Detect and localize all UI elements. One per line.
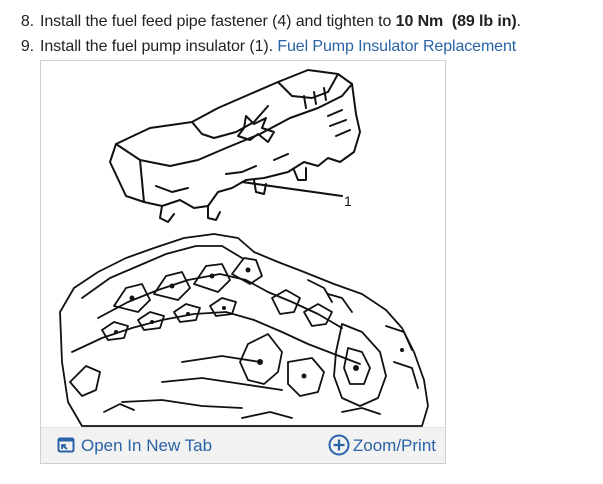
torque-value-nm: 10 Nm — [395, 13, 444, 30]
plus-circle-icon — [328, 434, 350, 456]
step-number: 8. — [20, 13, 34, 30]
torque-value-lbin: (89 lb in) — [451, 13, 517, 30]
open-in-new-tab-button[interactable]: Open In New Tab — [57, 432, 212, 460]
step-8: 8. Install the fuel feed pipe fastener (4… — [0, 9, 603, 34]
open-in-new-tab-icon — [57, 437, 75, 453]
step-text: Install the fuel feed pipe fastener (4) … — [40, 13, 396, 30]
zoom-print-label: Zoom/Print — [352, 436, 436, 455]
fuel-pump-insulator-replacement-link[interactable]: Fuel Pump Insulator Replacement — [277, 38, 517, 55]
engine-insulator-illustration[interactable]: 1 — [42, 62, 444, 427]
step-text-end: . — [516, 13, 522, 30]
callout-number: 1 — [344, 193, 352, 209]
step-text: Install the fuel pump insulator (1). — [40, 38, 278, 55]
figure-container: 1 — [40, 60, 446, 464]
zoom-print-button[interactable]: Zoom/Print — [328, 432, 436, 460]
figure-toolbar: Open In New Tab Zoom/Print — [41, 427, 445, 463]
torque-separator — [443, 13, 452, 30]
open-in-new-tab-label: Open In New Tab — [81, 436, 213, 455]
procedure-steps: 8. Install the fuel feed pipe fastener (4… — [0, 9, 603, 59]
step-number: 9. — [20, 38, 34, 55]
step-9: 9. Install the fuel pump insulator (1). F… — [0, 34, 603, 59]
